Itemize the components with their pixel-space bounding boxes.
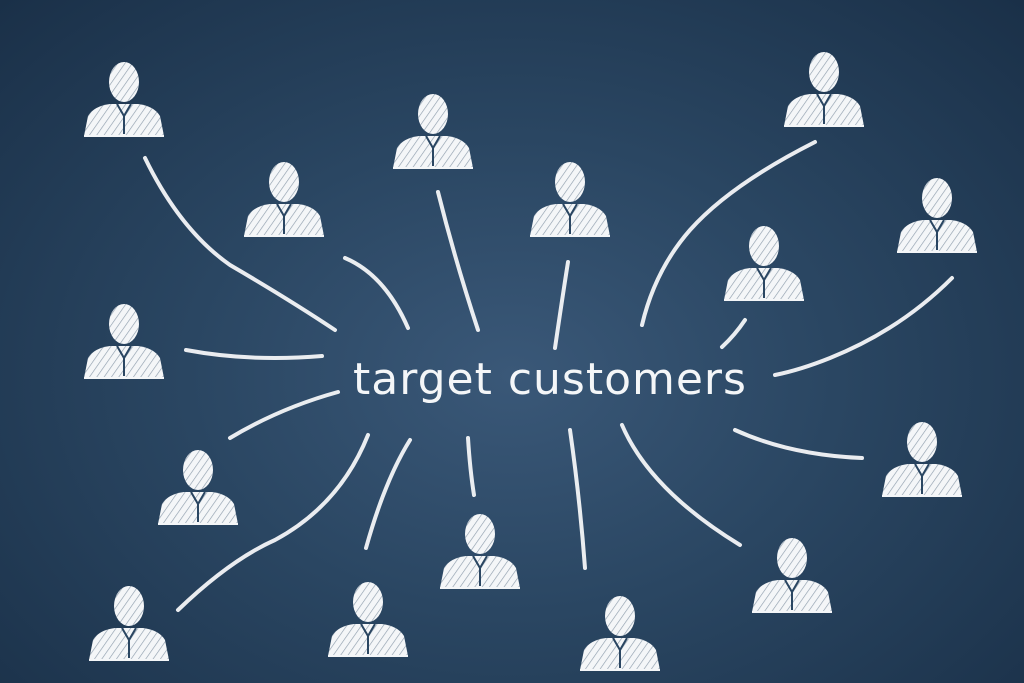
person-icon [392, 93, 474, 169]
person-icon [783, 51, 865, 127]
person-icon [579, 595, 661, 671]
connector-lines [143, 140, 954, 612]
center-label: target customers [353, 354, 747, 405]
person-icon [88, 585, 170, 661]
person-icon [896, 177, 978, 253]
person-icon [529, 161, 611, 237]
person-icon [327, 581, 409, 657]
person-icon [723, 225, 805, 301]
person-icon [157, 449, 239, 525]
person-icon [83, 303, 165, 379]
person-icon [881, 421, 963, 497]
person-icon [83, 61, 165, 137]
person-icon [243, 161, 325, 237]
person-icon [751, 537, 833, 613]
person-icon [439, 513, 521, 589]
